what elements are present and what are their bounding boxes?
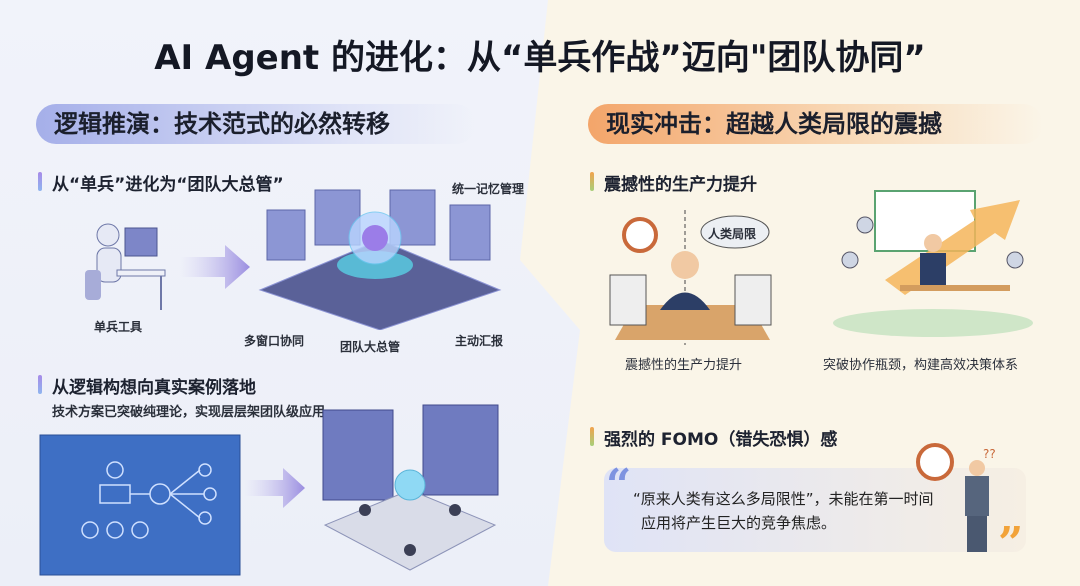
blueprint-illustration [39, 434, 241, 576]
left-heading-1: 从“单兵”进化为“团队大总管” [38, 170, 284, 195]
team-hub-illustration [258, 189, 502, 330]
quote-line-2: 应用将产生巨大的竞争焦虑。 [641, 514, 837, 532]
left-banner: 逻辑推演：技术范式的必然转移 [36, 104, 476, 144]
caption-collaboration: 突破协作瓶颈，构建高效决策体系 [823, 358, 1019, 373]
svg-text:??: ?? [983, 447, 996, 461]
label-single-tool: 单兵工具 [94, 320, 143, 334]
label-report: 主动汇报 [455, 334, 504, 348]
quote-line-1: “原来人类有这么多局限性”，未能在第一时间 [633, 490, 934, 508]
left-heading-2: 从逻辑构想向真实案例落地 [38, 373, 256, 398]
left-description: 技术方案已突破纯理论，实现层层架团队级应用 [52, 405, 326, 420]
label-team-manager: 团队大总管 [340, 340, 401, 354]
thought-bubble-icon [700, 215, 770, 249]
arrow-icon [180, 245, 250, 289]
team-office-illustration [322, 404, 499, 571]
anxious-person-illustration: ?? [916, 443, 996, 552]
right-heading-2: 强烈的 FOMO（错失恐惧）感 [590, 425, 837, 450]
fomo-quote-box [604, 468, 1026, 552]
label-multi-window: 多窗口协同 [244, 334, 305, 348]
ai-collaboration-illustration [833, 190, 1033, 337]
single-robot-illustration [85, 223, 166, 310]
thought-bubble-text: 人类局限 [708, 227, 757, 241]
quote-close-icon: ” [998, 518, 1024, 569]
quote-open-icon: “ [606, 460, 632, 511]
right-banner: 现实冲击：超越人类局限的震撼 [588, 104, 1043, 144]
right-heading-1: 震撼性的生产力提升 [590, 170, 757, 195]
arrow-icon-2 [245, 468, 305, 508]
caption-productivity: 震撼性的生产力提升 [625, 358, 743, 373]
page-title: AI Agent 的进化：从“单兵作战”迈向"团队协同” [154, 38, 926, 78]
label-memory: 统一记忆管理 [452, 182, 525, 196]
overwhelmed-worker-illustration [609, 210, 772, 345]
